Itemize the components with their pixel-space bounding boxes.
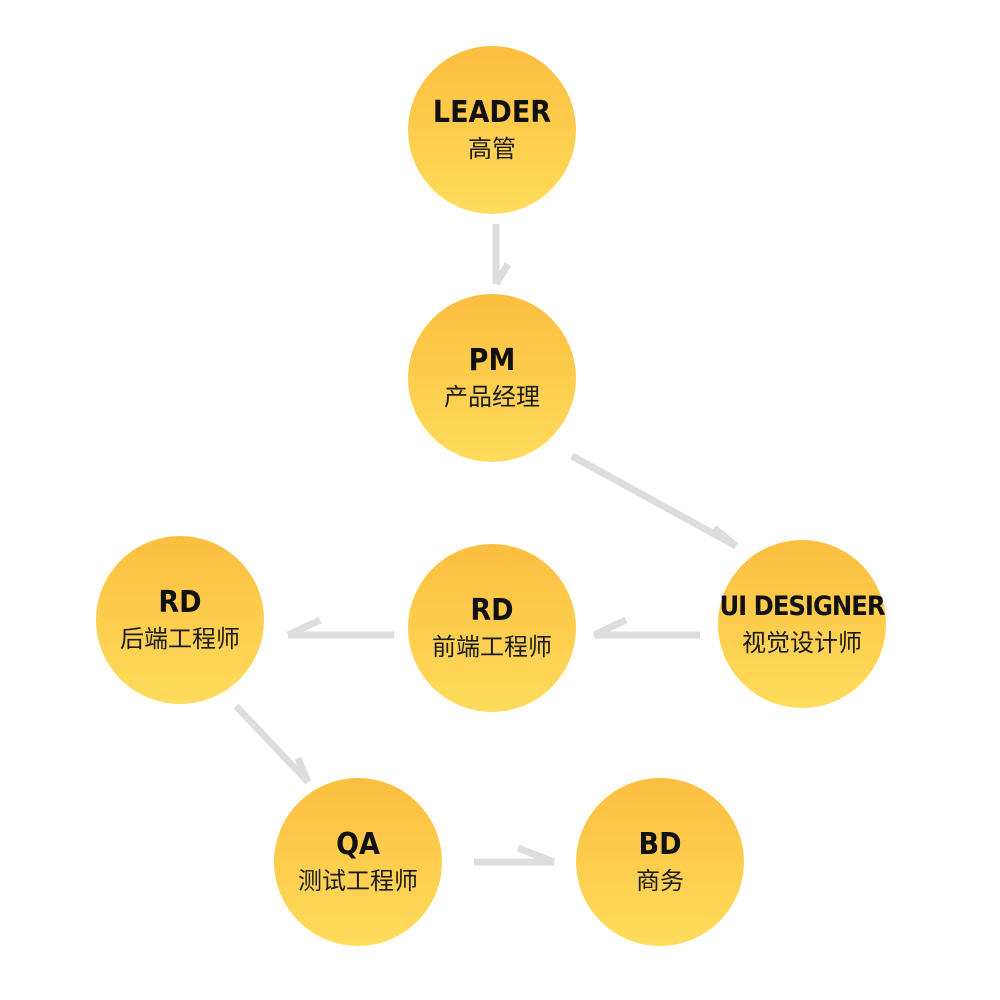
- node-rd-backend-cn: 后端工程师: [120, 625, 240, 653]
- node-leader-role: LEADER: [432, 95, 552, 130]
- node-pm: PM 产品经理: [408, 294, 576, 462]
- arrow-pm-to-ui: [570, 452, 739, 550]
- node-pm-role: PM: [468, 343, 516, 378]
- arrow-rd-back-to-qa: [233, 703, 312, 785]
- node-rd-backend: RD 后端工程师: [96, 536, 264, 704]
- arrow-qa-to-bd: [474, 844, 556, 866]
- node-qa: QA 测试工程师: [274, 778, 442, 946]
- arrow-leader-to-pm: [492, 224, 512, 286]
- arrow-rd-front-to-rd-back: [286, 616, 394, 639]
- node-pm-cn: 产品经理: [444, 383, 540, 411]
- node-qa-role: QA: [336, 827, 380, 862]
- arrow-ui-to-rd-front: [592, 616, 700, 639]
- node-bd-cn: 商务: [636, 867, 684, 895]
- node-rd-frontend-role: RD: [470, 593, 514, 628]
- node-ui-designer: UI DESIGNER 视觉设计师: [718, 540, 886, 708]
- node-rd-frontend: RD 前端工程师: [408, 544, 576, 712]
- node-ui-designer-role: UI DESIGNER: [719, 591, 885, 622]
- node-bd: BD 商务: [576, 778, 744, 946]
- node-rd-backend-role: RD: [158, 585, 202, 620]
- node-bd-role: BD: [638, 827, 682, 862]
- node-leader-cn: 高管: [468, 135, 516, 163]
- node-leader: LEADER 高管: [408, 46, 576, 214]
- node-qa-cn: 测试工程师: [298, 867, 418, 895]
- node-ui-designer-cn: 视觉设计师: [742, 629, 862, 657]
- node-rd-frontend-cn: 前端工程师: [432, 633, 552, 661]
